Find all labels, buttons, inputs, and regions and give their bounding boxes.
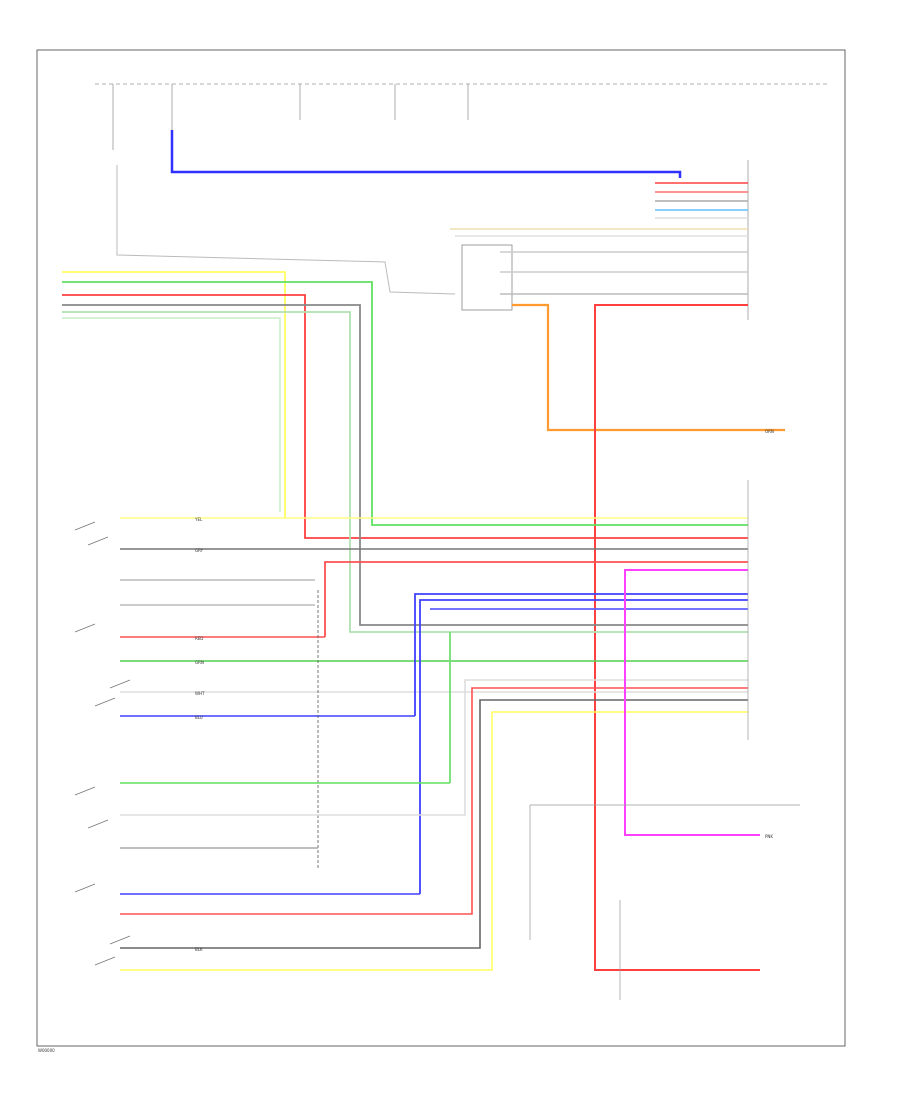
wire-orange: [512, 303, 785, 432]
wire-pink: [624, 569, 760, 836]
label-green: GRN: [195, 660, 204, 665]
diagram-frame: [36, 49, 846, 1047]
right-lower-lines: [529, 480, 800, 1000]
label-gray: GRY: [195, 548, 204, 553]
wire-gray-top: [116, 165, 456, 295]
right-top-wires: [655, 182, 748, 219]
middle-risers: [324, 561, 748, 894]
top-fuse-drops: [112, 84, 469, 150]
left-harness-wires: [120, 517, 748, 717]
label-blue: BLU: [195, 715, 203, 720]
label-white: WHT: [195, 691, 205, 696]
wire-red-right: [594, 304, 760, 971]
center-module-box: [461, 244, 513, 311]
left-bundle: [62, 271, 748, 633]
lower-left-harness: [120, 679, 748, 971]
left-switches: [74, 521, 131, 966]
label-orange: ORN: [765, 429, 774, 434]
label-yellow: YEL: [194, 517, 203, 522]
label-black: BLK: [195, 947, 203, 952]
label-pink: PNK: [765, 834, 773, 839]
wire-blue-top: [170, 130, 682, 178]
center-module-wires: [450, 228, 748, 295]
label-red: RED: [195, 636, 203, 641]
footer-code: W00000: [38, 1048, 55, 1053]
